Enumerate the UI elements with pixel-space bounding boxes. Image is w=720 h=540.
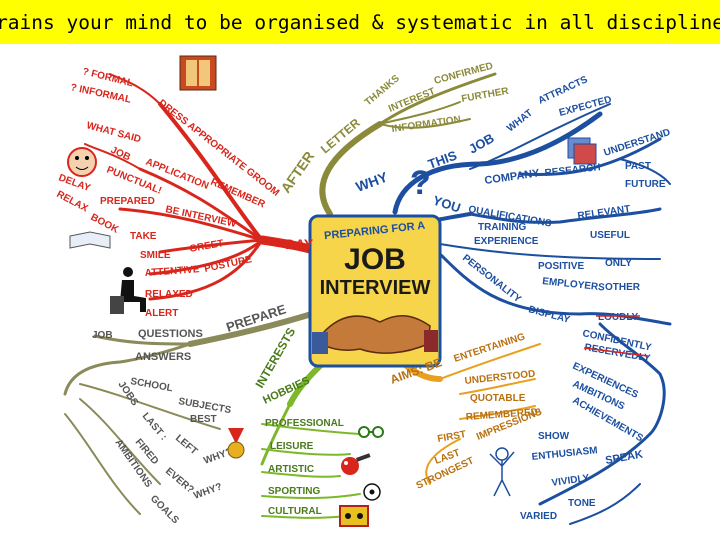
professional-label: PROFESSIONAL [265,418,344,429]
sporting-label: SPORTING [268,486,320,497]
after-label: AFTER [277,148,317,195]
training-label: TRAINING [478,222,527,233]
paint-icon [341,453,371,475]
central-topic: PREPARING FOR A JOB INTERVIEW [308,214,442,368]
handshake-icon [312,315,438,354]
interest-label: INTEREST [387,86,437,115]
why-label: WHY [354,168,391,194]
goals-label: GOALS [148,493,181,526]
quotable-label: QUOTABLE [470,393,526,404]
why2-label: WHY? [192,481,223,501]
title-banner: Trains your mind to be organised & syste… [0,0,720,44]
last-label: LAST : [140,411,169,443]
documents-icon [567,137,597,165]
why-job-label: JOB [466,130,497,156]
prepare-job-label: JOB [92,330,113,341]
seated-person-icon [110,267,146,314]
employers-label: EMPLOYERS [542,276,606,294]
medal-icon [227,428,245,459]
mind-map: PREPARING FOR A JOB INTERVIEW DAY DRESS … [55,55,672,527]
understand-label: UNDERSTAND [603,127,672,159]
remembered-label: REMEMBERED: [465,407,541,423]
relaxed-label: RELAXED [145,289,193,300]
artistic-label: ARTISTIC [268,464,314,475]
book-icon [69,231,111,249]
questions-label: QUESTIONS [138,328,203,340]
day-label: DAY [285,236,314,252]
research-label: RESEARCH [544,162,601,179]
theatre-icon [339,505,369,527]
varied-label: VARIED [520,511,557,522]
entertaining-label: ENTERTAINING [453,331,527,364]
prepared-label: PREPARED [100,196,155,207]
greet-label: GREET [189,238,225,255]
after-branch-lines [319,72,497,217]
useful-label: USEFUL [590,230,630,241]
relevant-label: RELEVANT [577,204,631,222]
center-line2: JOB [344,243,406,276]
ever-label: EVER? [163,466,196,496]
tone-label: TONE [568,498,596,509]
other-label: OTHER [605,282,641,293]
football-icon [363,483,381,501]
only-label: ONLY [605,258,632,269]
you-label: YOU [431,193,462,216]
job-label: JOB [109,145,132,164]
past-label: PAST [625,161,651,172]
reservedly-strike [583,347,649,357]
speak-label: SPEAK [604,449,643,467]
enthusiasm-label: ENTHUSIASM [531,445,598,463]
be-interview-label: BE INTERVIEW [164,204,237,230]
answers-label: ANSWERS [135,351,191,363]
prepare-branch-lines [63,309,321,515]
waving-figure-icon [489,447,515,497]
positive-label: POSITIVE [538,261,584,272]
cultural-label: CULTURAL [268,506,322,517]
display-label: DISPLAY [527,304,571,326]
question-mark-glyph: ? [410,164,431,202]
glasses-icon [358,426,384,438]
experience-label: EXPERIENCE [474,236,539,247]
take-label: TAKE [130,231,157,242]
what-said-label: WHAT SAID [85,120,142,145]
confirmed-label: CONFIRMED [433,61,494,87]
information-label: INFORMATION [391,114,462,135]
best-label: BEST [190,414,217,425]
doors-icon [179,55,217,91]
company-label: COMPANY [484,167,541,187]
further-label: FURTHER [461,86,511,105]
face-icon [67,147,97,177]
loudly-label: LOUDLY [598,312,639,323]
future-label: FUTURE [625,179,666,190]
leisure-label: LEISURE [270,441,314,452]
what-label: WHAT [505,108,535,135]
banner-text: Trains your mind to be organised & syste… [0,10,720,34]
alert-label: ALERT [145,308,178,319]
understood-label: UNDERSTOOD [464,369,536,387]
first-label: FIRST [437,429,467,445]
school-label: SCHOOL [129,376,173,394]
attentive-label: ATTENTIVE [144,264,200,279]
smile-label: SMILE [140,250,171,261]
day-branch-lines [84,73,315,301]
center-line3: INTERVIEW [320,277,431,299]
personality-label: PERSONALITY [460,253,523,306]
left-label: LEFT [173,433,199,457]
show-label: SHOW [538,431,570,442]
vividly-label: VIVIDLY [551,473,590,489]
